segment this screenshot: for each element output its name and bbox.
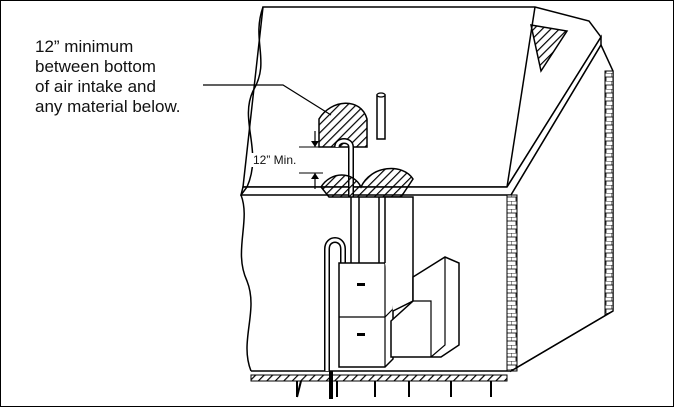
callout-line-1: 12” minimum <box>35 37 134 56</box>
plenum <box>384 196 414 312</box>
furnace-handle-top <box>357 283 365 286</box>
callout-line-3: of air intake and <box>35 77 156 96</box>
exhaust-pipe-cap <box>376 92 386 98</box>
callout-line-2: between bottom <box>35 57 156 76</box>
roof-ridge <box>506 6 536 188</box>
foundation <box>251 310 614 372</box>
callout-line-4: any material below. <box>35 97 181 116</box>
brick-corner-right <box>604 70 614 316</box>
callout-leader <box>203 84 332 116</box>
return-block <box>390 256 460 358</box>
callout-text: 12” minimum between bottom of air intake… <box>35 37 235 117</box>
cutaway-edge <box>240 6 264 372</box>
dimension-label: 12” Min. <box>253 153 296 167</box>
roof-flashing <box>320 167 414 198</box>
gable-vent <box>530 24 569 73</box>
exhaust-pipe-top <box>376 94 386 140</box>
vent-pipes-down <box>350 197 388 263</box>
floor-joists <box>296 380 492 398</box>
furnace-handle-bottom <box>357 333 365 336</box>
brick-corner <box>506 194 518 372</box>
dimension-marker: 12” Min. <box>251 131 323 189</box>
foundation-strip <box>250 374 508 382</box>
